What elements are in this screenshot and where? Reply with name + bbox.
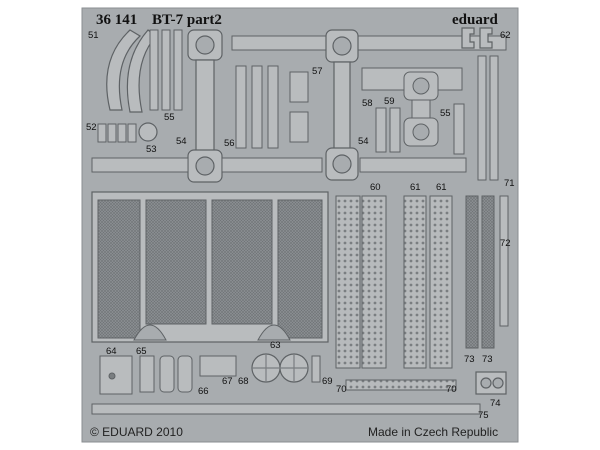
part-61-perforated-strips bbox=[403, 195, 453, 369]
label-55-right: 55 bbox=[440, 108, 451, 119]
part-54-frame-left bbox=[187, 29, 223, 183]
part-52-rivets bbox=[97, 123, 137, 143]
label-63: 63 bbox=[270, 340, 281, 351]
origin-text: Made in Czech Republic bbox=[368, 425, 498, 439]
part-60-perforated-strips bbox=[335, 195, 387, 369]
part-51-arcs bbox=[106, 29, 157, 113]
label-70-right: 70 bbox=[446, 384, 457, 395]
label-61-right: 61 bbox=[436, 182, 447, 193]
label-58: 58 bbox=[362, 98, 373, 109]
label-53: 53 bbox=[146, 144, 157, 155]
label-55-left: 55 bbox=[164, 112, 175, 123]
set-code: 36 141 bbox=[96, 12, 137, 28]
part-70-strip bbox=[345, 379, 457, 391]
label-72: 72 bbox=[500, 238, 511, 249]
label-57: 57 bbox=[312, 66, 323, 77]
part-68-wheels bbox=[251, 353, 309, 383]
part-62-clips bbox=[461, 27, 493, 49]
part-72-strip bbox=[499, 195, 509, 327]
part-69-small bbox=[311, 355, 321, 383]
label-61-left: 61 bbox=[410, 182, 421, 193]
label-73-left: 73 bbox=[464, 354, 475, 365]
part-67-small bbox=[199, 355, 237, 377]
label-62: 62 bbox=[500, 30, 511, 41]
part-75-bar bbox=[91, 403, 481, 415]
label-67: 67 bbox=[222, 376, 233, 387]
mesh-engine-screen bbox=[91, 191, 329, 343]
part-57-plates bbox=[289, 71, 309, 143]
label-68: 68 bbox=[238, 376, 249, 387]
label-54-right: 54 bbox=[358, 136, 369, 147]
label-52: 52 bbox=[86, 122, 97, 133]
label-73-right: 73 bbox=[482, 354, 493, 365]
part-58-59-assembly bbox=[361, 67, 465, 155]
label-51: 51 bbox=[88, 30, 99, 41]
part-55-strips bbox=[149, 29, 183, 111]
part-64-plate bbox=[99, 355, 133, 395]
label-70-left: 70 bbox=[336, 384, 347, 395]
part-71-bars bbox=[477, 55, 499, 181]
label-74: 74 bbox=[490, 398, 501, 409]
label-64: 64 bbox=[106, 346, 117, 357]
label-59: 59 bbox=[384, 96, 395, 107]
part-53-disc bbox=[138, 122, 158, 142]
part-number-labels: 51 52 53 54 55 56 57 58 59 54 55 62 71 6… bbox=[86, 30, 515, 421]
part-65-66-brackets bbox=[139, 355, 193, 393]
part-73-ladders bbox=[465, 195, 495, 349]
label-69: 69 bbox=[322, 376, 333, 387]
label-54-left: 54 bbox=[176, 136, 187, 147]
set-title: BT-7 part2 bbox=[152, 12, 222, 28]
part-74-rings bbox=[475, 371, 507, 395]
copyright-text: © EDUARD 2010 bbox=[90, 425, 183, 439]
label-66: 66 bbox=[198, 386, 209, 397]
label-56: 56 bbox=[224, 138, 235, 149]
label-71: 71 bbox=[504, 178, 515, 189]
label-75: 75 bbox=[478, 410, 489, 421]
label-60: 60 bbox=[370, 182, 381, 193]
part-56-brackets bbox=[235, 65, 279, 149]
brand-name: eduard bbox=[452, 12, 499, 28]
label-65: 65 bbox=[136, 346, 147, 357]
part-54-frame-right bbox=[325, 29, 359, 181]
